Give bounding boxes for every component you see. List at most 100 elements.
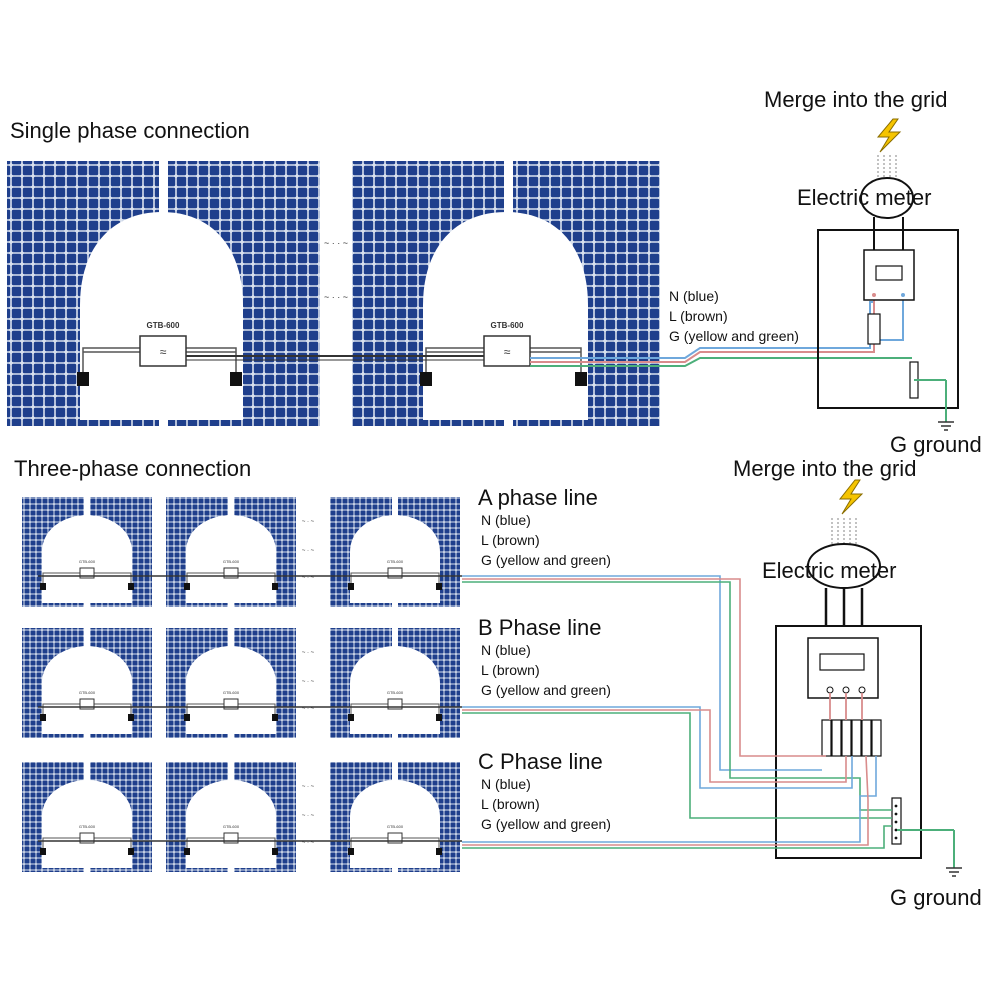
- junction-box: [128, 714, 134, 721]
- dc-cable: [350, 703, 440, 714]
- micro-inverter: [483, 335, 531, 367]
- junction-box: [272, 848, 278, 855]
- terminal: [872, 293, 876, 297]
- meter-terminals: [826, 686, 866, 694]
- panel-pair-row2-col3: GTB-600: [330, 628, 460, 738]
- wave-icon: ≈: [160, 345, 167, 359]
- junction-box: [77, 372, 89, 386]
- panel-pair-row3-col3: GTB-600: [330, 762, 460, 872]
- junction-box: [184, 714, 190, 721]
- panel-pair-row3-col2: GTB-600: [166, 762, 296, 872]
- panel-cutout: [42, 646, 132, 734]
- panel-cutout: [350, 515, 440, 603]
- phase-c-l: L (brown): [481, 796, 540, 812]
- continuation-mark: ~ · ~: [302, 840, 315, 846]
- panel-cutout: [186, 780, 276, 868]
- panel-pair-row2-col2: GTB-600: [166, 628, 296, 738]
- continuation-mark: ~ · · ~: [324, 238, 348, 248]
- dc-cable: [350, 837, 440, 848]
- meter-unit: [863, 249, 915, 301]
- junction-box: [436, 583, 442, 590]
- phase-c-n: N (blue): [481, 776, 531, 792]
- grid-feed-lines: [831, 518, 857, 545]
- inverter-label: GTB-600: [79, 690, 96, 695]
- inverter-label: GTB-600: [223, 824, 240, 829]
- inverter-label: GTB-600: [223, 690, 240, 695]
- phase-c-wires: [462, 755, 892, 849]
- micro-inverter: [387, 698, 403, 710]
- junction-box: [184, 848, 190, 855]
- panel-cutout: [350, 646, 440, 734]
- junction-box: [272, 583, 278, 590]
- continuation-mark: ~ · ~: [302, 813, 315, 819]
- breaker-bank: [821, 719, 882, 757]
- panel-cutout: [42, 515, 132, 603]
- inverter-label: GTB-600: [387, 690, 404, 695]
- ground-label: G ground: [890, 885, 982, 910]
- micro-inverter: [223, 698, 239, 710]
- continuation-mark: ~ · ~: [302, 784, 315, 790]
- dc-cable: [186, 837, 276, 848]
- neutral-wire: [530, 301, 875, 359]
- junction-box: [575, 372, 587, 386]
- grid-label: Merge into the grid: [733, 456, 916, 481]
- grid-label: Merge into the grid: [764, 87, 947, 112]
- wire-label-g: G (yellow and green): [669, 328, 799, 344]
- dc-cable: [186, 572, 276, 583]
- panel-pair-row1-col3: GTB-600: [330, 497, 460, 607]
- micro-inverter: [79, 832, 95, 844]
- lightning-icon: [876, 118, 902, 153]
- phase-b-g: G (yellow and green): [481, 682, 611, 698]
- inverter-label: GTB-600: [491, 321, 524, 330]
- panel-cutout: [42, 780, 132, 868]
- junction-box: [40, 714, 46, 721]
- single-phase-title: Single phase connection: [10, 118, 250, 143]
- dc-cable: [425, 347, 484, 372]
- inverter-label: GTB-600: [387, 824, 404, 829]
- junction-box: [436, 848, 442, 855]
- panel-pair-row3-col1: GTB-600: [22, 762, 152, 872]
- ground-label: G ground: [890, 432, 982, 457]
- micro-inverter: [79, 567, 95, 579]
- phase-a-l: L (brown): [481, 532, 540, 548]
- solar-panel-pair-2: ≈ GTB-600: [352, 161, 660, 426]
- meter-label: Electric meter: [762, 558, 896, 583]
- ground-bar-terminals: [894, 804, 898, 840]
- inverter-label: GTB-600: [79, 559, 96, 564]
- junction-box: [348, 583, 354, 590]
- phase-c-g: G (yellow and green): [481, 816, 611, 832]
- ground-symbol-icon: [938, 421, 954, 431]
- micro-inverter: [79, 698, 95, 710]
- micro-inverter: [223, 567, 239, 579]
- lightning-icon: [838, 479, 864, 515]
- phase-a-n: N (blue): [481, 512, 531, 528]
- dc-cable: [82, 347, 140, 372]
- panel-cutout: [423, 212, 588, 420]
- continuation-mark: ~ · ~: [302, 548, 315, 554]
- distribution-box: [775, 625, 922, 859]
- inverter-label: GTB-600: [79, 824, 96, 829]
- phase-b-l: L (brown): [481, 662, 540, 678]
- phase-a-title: A phase line: [478, 485, 598, 510]
- dc-cable: [350, 572, 440, 583]
- dc-cable: [186, 347, 237, 372]
- dc-cable: [186, 703, 276, 714]
- phase-a-wires: [462, 575, 892, 811]
- wire-label-n: N (blue): [669, 288, 719, 304]
- phase-c-title: C Phase line: [478, 749, 603, 774]
- wire-label-l: L (brown): [669, 308, 728, 324]
- neutral-wire: [875, 296, 904, 341]
- inverter-label: GTB-600: [147, 321, 180, 330]
- panel-pair-row2-col1: GTB-600: [22, 628, 152, 738]
- panel-cutout: [186, 646, 276, 734]
- micro-inverter: [139, 335, 187, 367]
- dc-cable: [42, 572, 132, 583]
- distribution-box: [817, 229, 959, 409]
- phase-a-g: G (yellow and green): [481, 552, 611, 568]
- junction-box: [128, 848, 134, 855]
- junction-box: [40, 848, 46, 855]
- phase-b-title: B Phase line: [478, 615, 602, 640]
- micro-inverter: [387, 567, 403, 579]
- panel-cutout: [80, 212, 243, 420]
- terminal: [901, 293, 905, 297]
